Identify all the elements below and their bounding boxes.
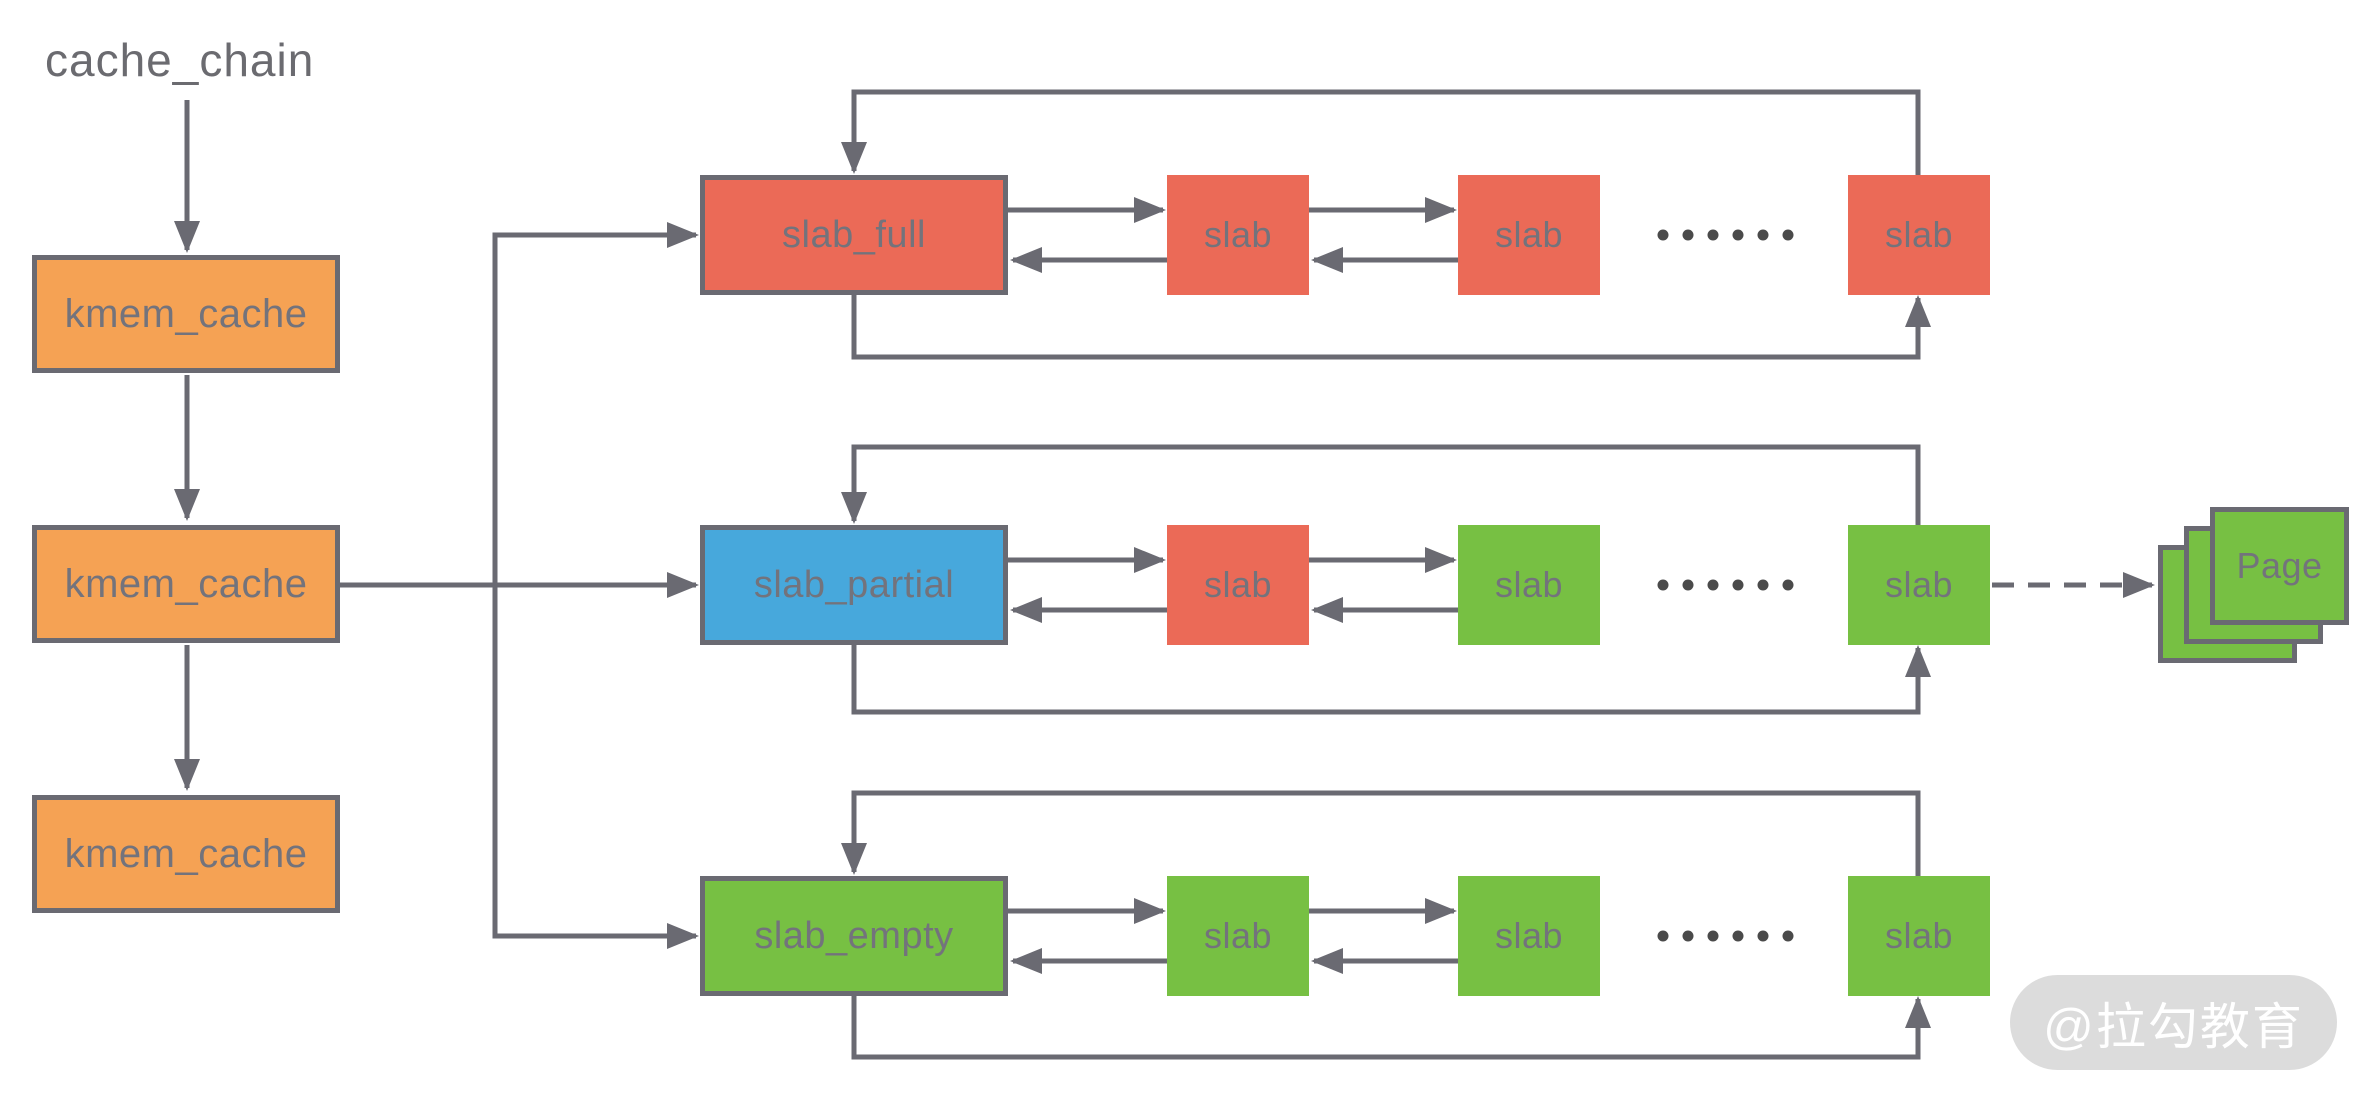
- slab-node: slab: [1167, 175, 1309, 295]
- slab-partial-head: slab_partial: [700, 525, 1008, 645]
- kmem-cache-label: kmem_cache: [64, 291, 308, 336]
- ellipsis-dots-row1: [1657, 229, 1794, 241]
- slab-full-head: slab_full: [700, 175, 1008, 295]
- loop-r1-bottom: [851, 295, 1931, 360]
- watermark-text: @拉勾教育: [2043, 998, 2304, 1055]
- slab-label: slab: [1884, 214, 1954, 255]
- slab-label: slab: [1494, 564, 1564, 605]
- slab-label: slab: [1884, 915, 1954, 956]
- slab-node: slab: [1458, 525, 1600, 645]
- page-card-front: Page: [2210, 507, 2349, 625]
- loop-r2-bottom: [851, 645, 1931, 715]
- loop-r1-top: [841, 89, 1921, 175]
- kmem-cache-node-2: kmem_cache: [32, 525, 340, 643]
- loop-r3-bottom: [851, 996, 1931, 1060]
- slab-node: slab: [1167, 525, 1309, 645]
- kmem-cache-label: kmem_cache: [64, 831, 308, 876]
- slab-partial-label: slab_partial: [753, 563, 955, 606]
- loop-r3-top: [841, 790, 1921, 876]
- slab-empty-label: slab_empty: [754, 914, 954, 957]
- slab-label: slab: [1203, 214, 1273, 255]
- slab-node: slab: [1848, 876, 1990, 996]
- slab-label: slab: [1494, 915, 1564, 956]
- slab-node: slab: [1458, 175, 1600, 295]
- slab-node: slab: [1848, 175, 1990, 295]
- slab-node: slab: [1458, 876, 1600, 996]
- watermark-badge: @拉勾教育: [2010, 975, 2337, 1070]
- slab-label: slab: [1203, 564, 1273, 605]
- slab-full-label: slab_full: [782, 213, 926, 256]
- page-label: Page: [2236, 545, 2323, 586]
- kmem-cache-node-1: kmem_cache: [32, 255, 340, 373]
- loop-r2-top: [841, 444, 1921, 525]
- slab-label: slab: [1884, 564, 1954, 605]
- kmem-cache-node-3: kmem_cache: [32, 795, 340, 913]
- slab-node: slab: [1167, 876, 1309, 996]
- slab-label: slab: [1494, 214, 1564, 255]
- slab-label: slab: [1203, 915, 1273, 956]
- cache-chain-label: cache_chain: [45, 34, 315, 86]
- slab-node: slab: [1848, 525, 1990, 645]
- ellipsis-dots-row3: [1657, 930, 1794, 942]
- slab-empty-head: slab_empty: [700, 876, 1008, 996]
- ellipsis-dots-row2: [1657, 579, 1794, 591]
- kmem-cache-label: kmem_cache: [64, 561, 308, 606]
